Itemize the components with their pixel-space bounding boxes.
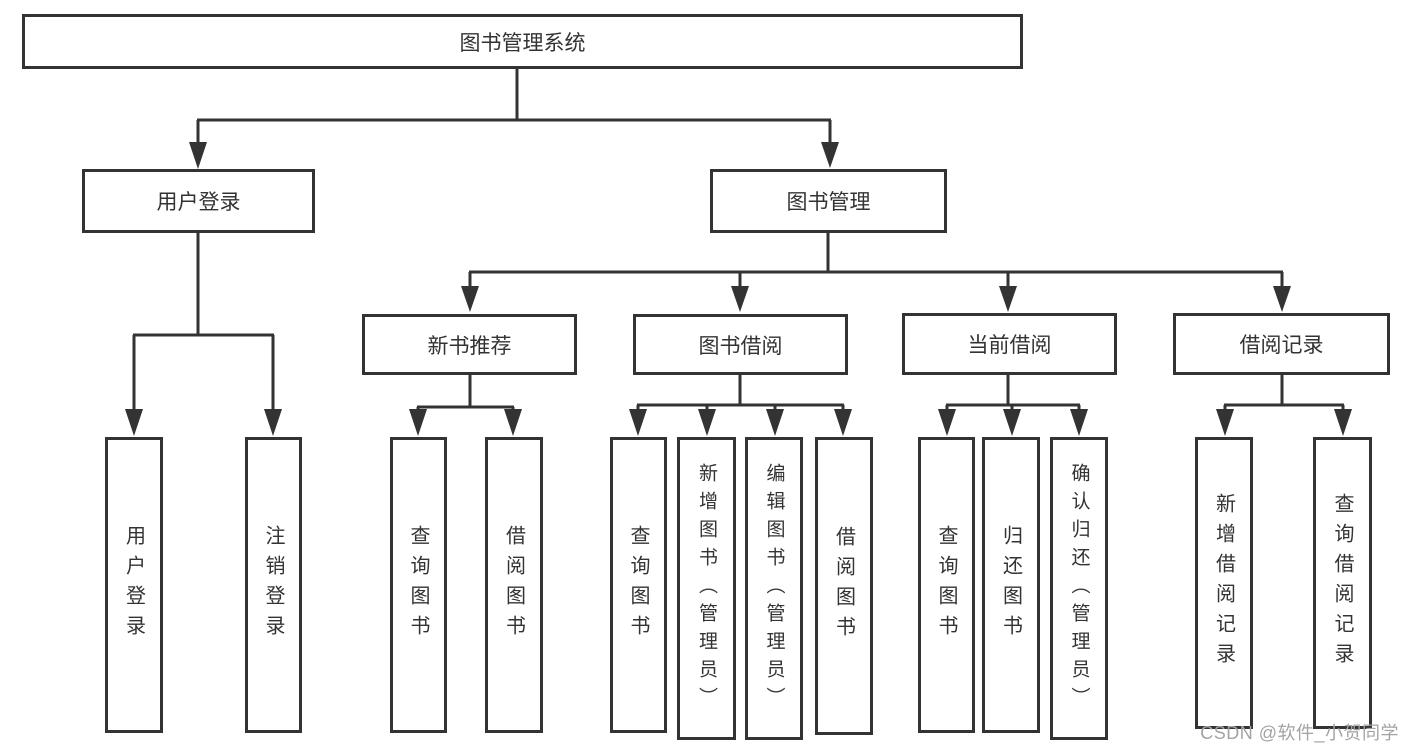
connector-newbook-to-leaves [416, 375, 515, 411]
node-library-management-system: 图书管理系统 [22, 14, 1023, 69]
node-user-login: 用户登录 [82, 169, 315, 233]
leaf-borrow-books-recommend: 借阅图书 [485, 437, 543, 733]
leaf-borrow-books: 借阅图书 [815, 437, 873, 735]
node-book-management: 图书管理 [710, 169, 947, 233]
connector-records-to-leaves [1223, 375, 1345, 411]
node-book-borrow: 图书借阅 [633, 314, 848, 375]
leaf-query-borrow-record: 查询借阅记录 [1313, 437, 1372, 729]
leaf-user-login: 用户登录 [105, 437, 163, 733]
connector-userlogin-to-leaves [132, 233, 275, 411]
leaf-query-books-borrow: 查询图书 [610, 437, 667, 733]
connector-root-to-level2 [196, 69, 832, 144]
node-borrow-records: 借阅记录 [1173, 313, 1390, 375]
leaf-add-borrow-record: 新增借阅记录 [1195, 437, 1253, 729]
connector-bookborrow-to-leaves [636, 375, 845, 411]
leaf-query-books-recommend: 查询图书 [390, 437, 447, 733]
leaf-logout: 注销登录 [245, 437, 302, 733]
node-new-book-recommend: 新书推荐 [362, 314, 577, 375]
leaf-edit-books-admin: 编辑图书（管理员） [745, 437, 803, 740]
leaf-query-books-current: 查询图书 [918, 437, 975, 733]
leaf-return-books: 归还图书 [982, 437, 1040, 733]
watermark: CSDN @软件_小贺同学 [1200, 723, 1399, 743]
leaf-add-books-admin: 新增图书（管理员） [677, 437, 736, 740]
connector-bookmgmt-to-level3 [468, 233, 1284, 288]
node-current-borrow: 当前借阅 [902, 313, 1117, 375]
leaf-confirm-return-admin: 确认归还（管理员） [1050, 437, 1108, 740]
arrowheads [125, 142, 1352, 436]
connector-currentborrow-to-leaves [945, 375, 1081, 411]
